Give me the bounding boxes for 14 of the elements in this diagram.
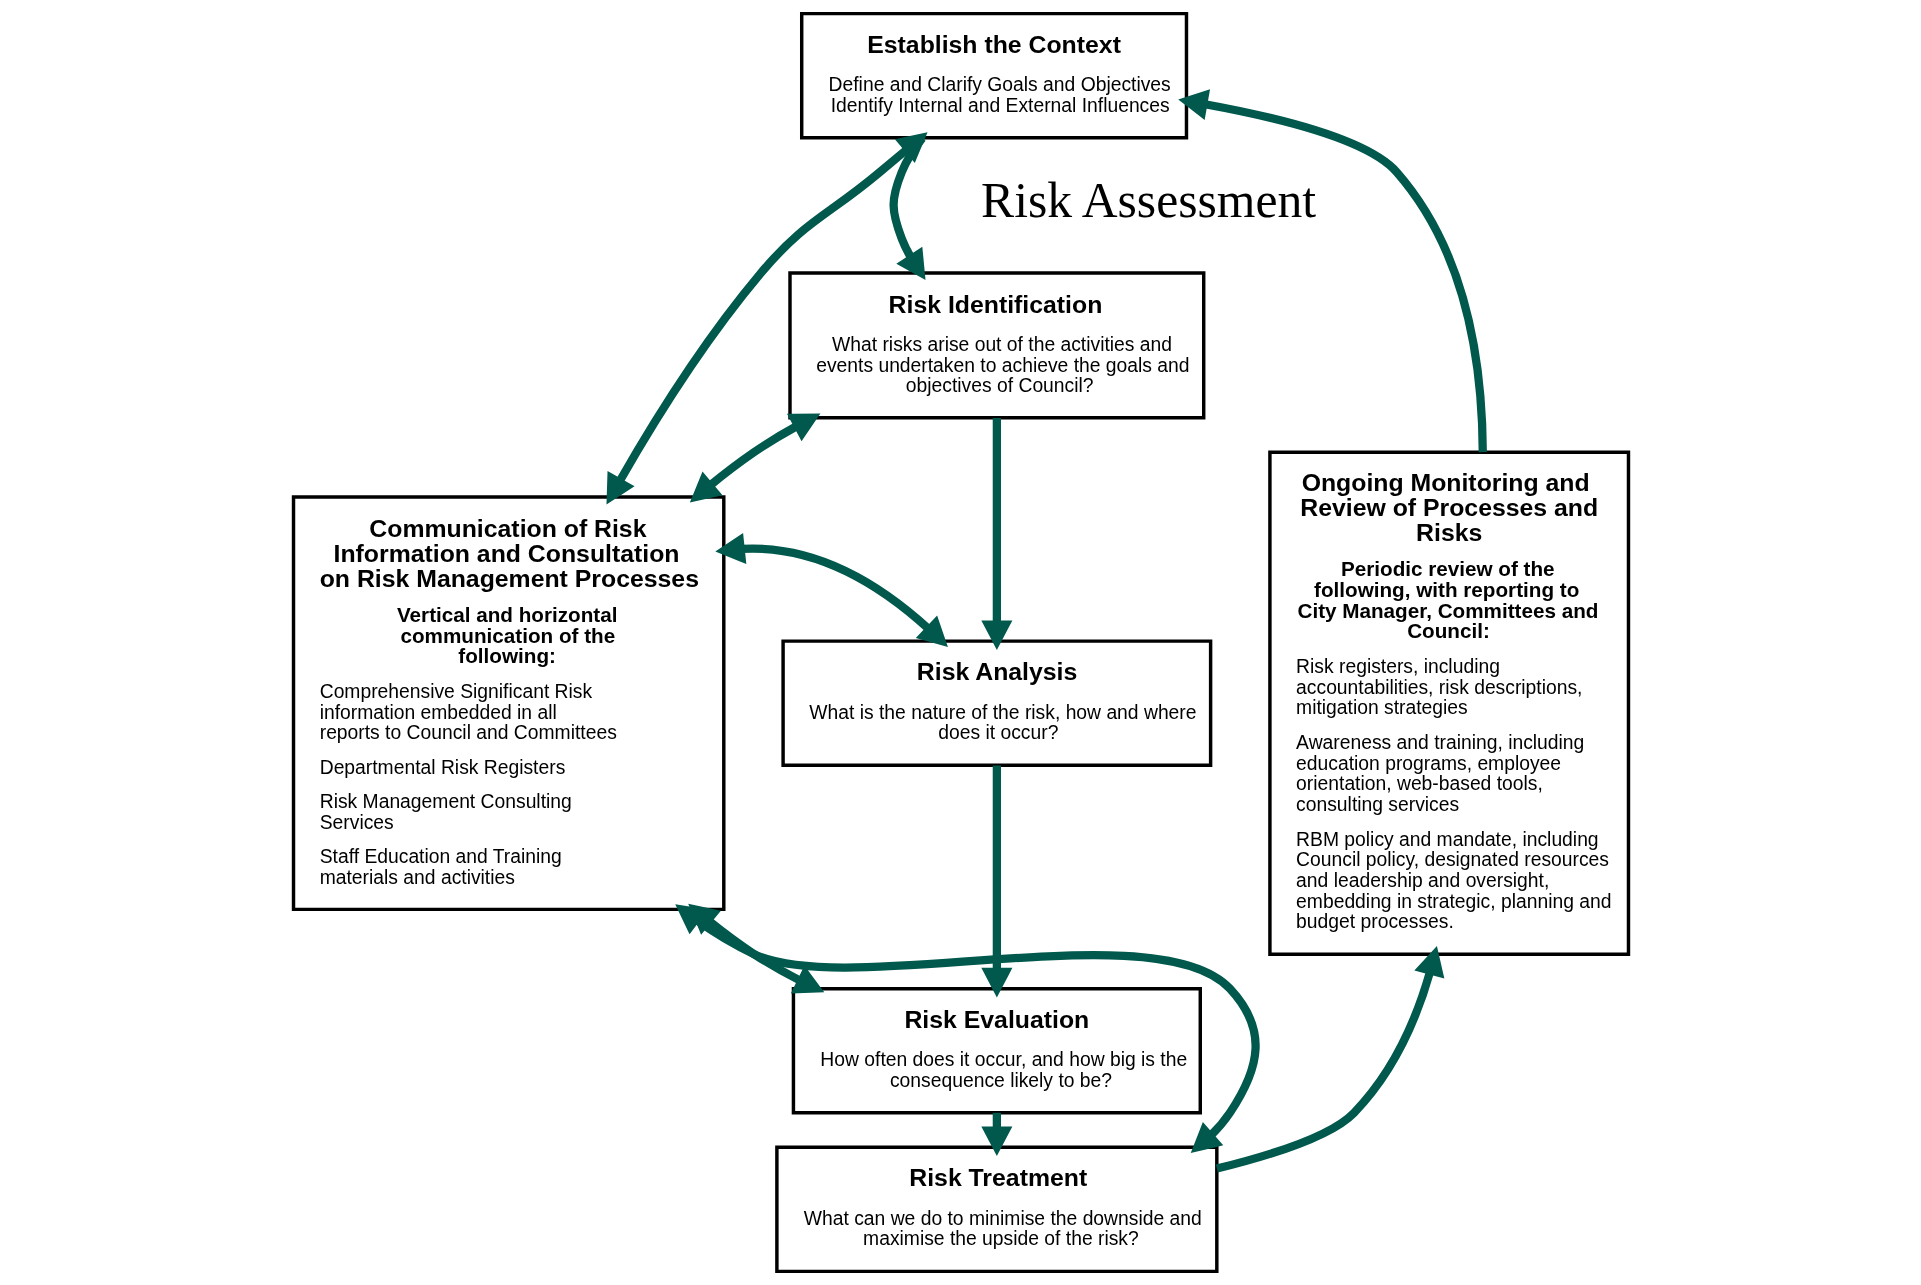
label: Risk Assessment xyxy=(980,173,1316,229)
node-box: Ongoing Monitoring and Review of Processes and Risks Periodic review of the following, with reporting to City Manager, Committees and Council: Risk registers, including accountabilities, risk descriptions, mitigation strategies Awareness and training, including education programs, employee orientation, web-based tools, consulting services RBM policy and mandate, including Council policy, designated resources and leadership and oversight, embedding in strategic, planning and budget processes. xyxy=(1267,450,1630,956)
arrow xyxy=(714,533,948,648)
node-box: Risk Analysis What is the nature of the risk, how and where does it occur? xyxy=(780,639,1212,767)
arrow xyxy=(980,418,1012,650)
arrow xyxy=(1215,945,1444,1173)
node-box: Establish the Context Define and Clarify Goals and Objectives Identify Internal and External Influences xyxy=(799,11,1188,140)
node-box: Risk Evaluation How often does it occur, and how big is the consequence likely to be? xyxy=(791,986,1202,1115)
node-box: Communication of Risk Information and Consultation on Risk Management Processes Vertical and horizontal communication of the following: Comprehensive Significant Risk information embedded in all reports to Council and Committees Departmental Risk Registers Risk Management Consulting Services Staff Education and Training materials and activities xyxy=(291,495,726,912)
arrow xyxy=(1177,89,1487,453)
node-box: Risk Treatment What can we do to minimise the downside and maximise the upside of the risk? xyxy=(774,1145,1219,1274)
node-box: Risk Identification What risks arise out of the activities and events undertaken to achieve the goals and objectives of Council? xyxy=(787,271,1205,420)
arrow xyxy=(980,765,1012,998)
arrow xyxy=(689,413,820,503)
